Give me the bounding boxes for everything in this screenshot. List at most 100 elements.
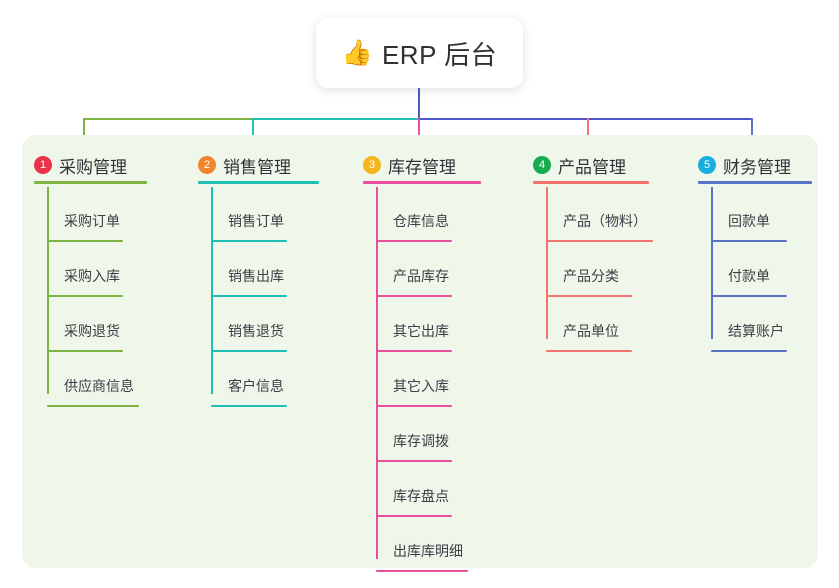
branch-item-underline xyxy=(211,405,287,407)
branch-item[interactable]: 销售订单 xyxy=(192,187,291,242)
root-node-title: ERP 后台 xyxy=(381,39,498,70)
branch-item[interactable]: 产品单位 xyxy=(527,297,632,352)
branch-item-underline xyxy=(47,240,123,242)
branch-stub-5 xyxy=(751,118,753,146)
branch-item[interactable]: 供应商信息 xyxy=(28,352,139,407)
branch-item-list: 仓库信息产品库存其它出库其它入库库存调拨库存盘点出库库明细 xyxy=(357,187,468,572)
branch-item[interactable]: 回款单 xyxy=(692,187,791,242)
branch-item-list: 回款单付款单结算账户 xyxy=(692,187,791,352)
branch-item-underline xyxy=(711,350,787,352)
branch-item-label: 采购入库 xyxy=(64,268,120,284)
branch-header-1[interactable]: 1 采购管理 xyxy=(28,146,147,184)
branch-item-label: 回款单 xyxy=(728,213,770,229)
branch-item-underline xyxy=(47,295,123,297)
branch-item-underline xyxy=(711,240,787,242)
branch-item-label: 产品库存 xyxy=(393,268,449,284)
branch-item[interactable]: 销售出库 xyxy=(192,242,291,297)
branch-rail xyxy=(711,187,713,339)
branch-title: 产品管理 xyxy=(558,157,626,177)
branch-item-label: 仓库信息 xyxy=(393,213,449,229)
branch-item-label: 其它出库 xyxy=(393,323,449,339)
branch-header-3[interactable]: 3 库存管理 xyxy=(357,146,481,184)
branch-item-underline xyxy=(376,515,452,517)
branch-item-label: 销售出库 xyxy=(228,268,284,284)
branch-item-label: 采购订单 xyxy=(64,213,120,229)
branch-item-underline xyxy=(376,295,452,297)
branch-item[interactable]: 产品（物料） xyxy=(527,187,653,242)
branch-stub-2 xyxy=(252,118,254,146)
branch-header-underline xyxy=(34,181,147,184)
branch-item-underline xyxy=(376,350,452,352)
branch-item-label: 客户信息 xyxy=(228,378,284,394)
branch-title: 采购管理 xyxy=(59,157,127,177)
branch-item[interactable]: 其它入库 xyxy=(357,352,456,407)
branch-item-underline xyxy=(546,295,632,297)
branch-item-label: 采购退货 xyxy=(64,323,120,339)
branch-item[interactable]: 出库库明细 xyxy=(357,517,468,572)
branch-item-underline xyxy=(211,240,287,242)
branch-item-label: 出库库明细 xyxy=(393,543,463,559)
branch-column-3: 3 库存管理仓库信息产品库存其它出库其它入库库存调拨库存盘点出库库明细 xyxy=(357,146,481,572)
bus-segment-teal xyxy=(252,118,419,120)
branch-item[interactable]: 产品库存 xyxy=(357,242,456,297)
branch-stub-1 xyxy=(83,118,85,146)
branch-title: 库存管理 xyxy=(388,157,456,177)
branch-item-list: 产品（物料） 产品分类产品单位 xyxy=(527,187,653,352)
branch-item[interactable]: 结算账户 xyxy=(692,297,791,352)
branch-item[interactable]: 其它出库 xyxy=(357,297,456,352)
branch-item-underline xyxy=(211,295,287,297)
branch-item-underline xyxy=(546,350,632,352)
branch-item-underline xyxy=(376,570,468,572)
branch-item[interactable]: 客户信息 xyxy=(192,352,291,407)
branch-item-list: 采购订单采购入库采购退货供应商信息 xyxy=(28,187,139,407)
branch-item-label: 销售退货 xyxy=(228,323,284,339)
branch-item[interactable]: 采购退货 xyxy=(28,297,127,352)
branch-rail xyxy=(376,187,378,559)
branch-item[interactable]: 仓库信息 xyxy=(357,187,456,242)
thumbs-up-icon: 👍 xyxy=(341,38,373,67)
branch-item-label: 付款单 xyxy=(728,268,770,284)
trunk-connector-vertical xyxy=(418,88,420,120)
branch-item[interactable]: 采购入库 xyxy=(28,242,127,297)
branch-item-label: 其它入库 xyxy=(393,378,449,394)
branch-item-underline xyxy=(376,240,452,242)
branch-rail xyxy=(546,187,548,339)
branch-item-underline xyxy=(546,240,653,242)
branch-item-label: 结算账户 xyxy=(728,323,784,339)
branch-number-badge: 3 xyxy=(363,156,381,174)
branch-item-list: 销售订单销售出库销售退货客户信息 xyxy=(192,187,291,407)
branch-item[interactable]: 付款单 xyxy=(692,242,791,297)
branch-rail xyxy=(47,187,49,394)
bus-segment-green xyxy=(83,118,253,120)
branch-item[interactable]: 库存调拨 xyxy=(357,407,456,462)
branch-item-underline xyxy=(211,350,287,352)
root-node-card[interactable]: 👍 ERP 后台 xyxy=(316,18,523,88)
branch-number-badge: 1 xyxy=(34,156,52,174)
branch-item[interactable]: 产品分类 xyxy=(527,242,632,297)
branch-item[interactable]: 采购订单 xyxy=(28,187,127,242)
branch-item-underline xyxy=(711,295,787,297)
branch-item-underline xyxy=(47,350,123,352)
branch-item-label: 产品分类 xyxy=(563,268,619,284)
branch-item-label: 产品单位 xyxy=(563,323,619,339)
branch-title: 财务管理 xyxy=(723,157,791,177)
branch-item-underline xyxy=(376,460,452,462)
branch-item-label: 产品（物料） xyxy=(563,213,647,229)
branch-column-1: 1 采购管理采购订单采购入库采购退货供应商信息 xyxy=(28,146,147,407)
branch-item-underline xyxy=(376,405,452,407)
branch-header-underline xyxy=(198,181,319,184)
bus-segment-indigo xyxy=(418,118,753,120)
branch-item[interactable]: 库存盘点 xyxy=(357,462,456,517)
branch-item-label: 库存盘点 xyxy=(393,488,449,504)
branch-item-underline xyxy=(47,405,139,407)
branch-item-label: 供应商信息 xyxy=(64,378,134,394)
branch-number-badge: 2 xyxy=(198,156,216,174)
branch-item[interactable]: 销售退货 xyxy=(192,297,291,352)
